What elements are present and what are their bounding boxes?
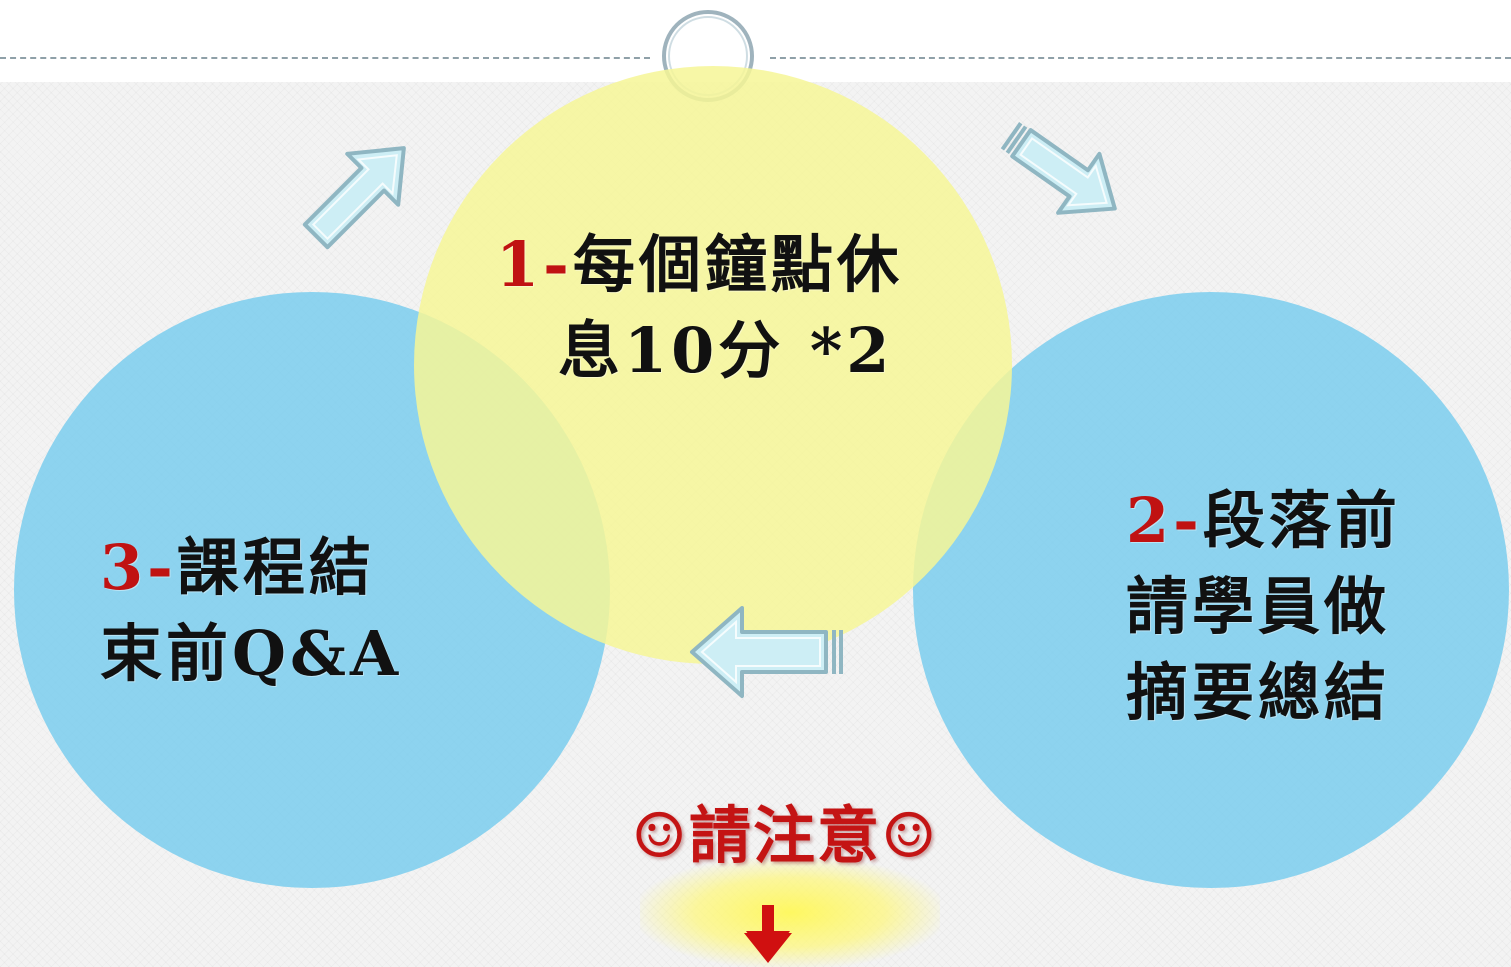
notice-text: ☺請注意☺ [631,799,939,872]
step1-number: 1- [496,228,573,301]
step2-line1: 2-段落前 [1126,478,1446,564]
step2-number: 2- [1126,484,1203,557]
step3-line2: 束前Q&A [100,617,403,690]
step3-text: 3-課程結 束前Q&A [100,525,440,697]
step3-number: 3- [100,531,177,604]
step1-text: 1-每個鐘點休 息10分 *2 [496,222,956,394]
arrow-down-icon [744,905,792,963]
step1-circle [414,66,1012,664]
arrow-up-right-icon [302,146,406,250]
step3-line1-text: 課程結 [176,531,375,604]
step3-line1: 3-課程結 [100,525,440,611]
step1-line2: 息10分 *2 [558,314,894,387]
arrow-down-right-icon [1000,122,1117,215]
step2-circle [913,292,1509,888]
step2-text: 2-段落前 請學員做 摘要總結 [1126,478,1446,736]
step2-line3: 摘要總結 [1126,656,1391,729]
header-divider-right [770,57,1511,59]
step2-line1-text: 段落前 [1202,484,1401,557]
header-divider-left [0,57,650,59]
step1-line1: 1-每個鐘點休 [496,222,956,308]
step1-line1-text: 每個鐘點休 [572,228,903,301]
notice-glow [640,858,940,967]
step2-line2: 請學員做 [1126,570,1391,643]
arrow-left-icon [690,606,843,698]
